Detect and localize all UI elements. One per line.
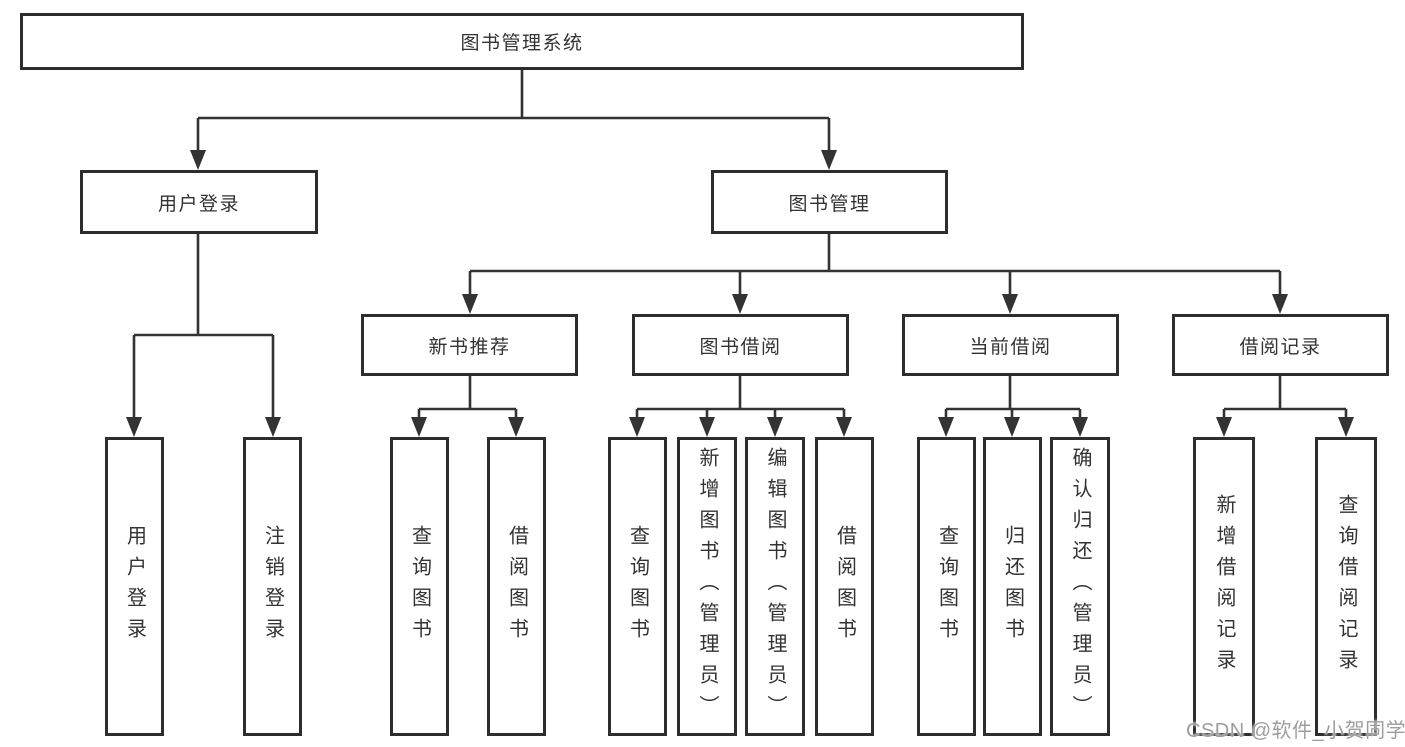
leaf-edit-book-admin-label: 编辑图书（管理员） (764, 447, 786, 726)
node-root-label: 图书管理系统 (460, 33, 584, 54)
leaf-borrow-books-label: 借阅图书 (833, 524, 856, 649)
leaf-logout: 注销登录 (243, 437, 302, 736)
leaf-add-book-admin-label: 新增图书（管理员） (696, 447, 718, 726)
node-user-login: 用户登录 (80, 170, 318, 234)
node-borrow-records: 借阅记录 (1172, 314, 1389, 376)
connector-root-to-level2 (190, 70, 837, 170)
connector-book-borrow-children (629, 376, 852, 437)
leaf-query-books-current: 查询图书 (917, 437, 976, 736)
leaf-user-login-label: 用户登录 (123, 524, 146, 649)
leaf-add-borrow-record: 新增借阅记录 (1193, 437, 1255, 736)
leaf-query-books-recommend-label: 查询图书 (408, 524, 431, 649)
leaf-borrow-books-recommend-label: 借阅图书 (505, 524, 528, 649)
connector-current-borrow-children (938, 376, 1088, 437)
leaf-query-books-borrow-label: 查询图书 (626, 524, 649, 649)
leaf-query-books-recommend: 查询图书 (390, 437, 449, 736)
leaf-borrow-books-recommend: 借阅图书 (487, 437, 546, 736)
leaf-return-book-label: 归还图书 (1001, 524, 1024, 649)
connector-user-login-children (126, 234, 281, 437)
node-user-login-label: 用户登录 (157, 193, 240, 215)
leaf-query-books-current-label: 查询图书 (935, 524, 958, 649)
node-book-borrow: 图书借阅 (632, 314, 849, 376)
leaf-query-borrow-record: 查询借阅记录 (1315, 437, 1377, 736)
leaf-confirm-return-admin-label: 确认归还（管理员） (1069, 447, 1091, 726)
leaf-add-borrow-record-label: 新增借阅记录 (1213, 493, 1235, 680)
node-new-book-recommend-label: 新书推荐 (428, 336, 511, 358)
leaf-edit-book-admin: 编辑图书（管理员） (745, 437, 805, 736)
node-root: 图书管理系统 (20, 13, 1024, 70)
leaf-query-books-borrow: 查询图书 (608, 437, 667, 736)
leaf-logout-label: 注销登录 (261, 524, 284, 649)
node-new-book-recommend: 新书推荐 (361, 314, 578, 376)
node-borrow-records-label: 借阅记录 (1239, 336, 1322, 358)
node-book-borrow-label: 图书借阅 (699, 336, 782, 358)
leaf-return-book: 归还图书 (983, 437, 1042, 736)
connector-borrow-records-children (1216, 376, 1354, 437)
connector-book-management-children (462, 234, 1288, 314)
connector-new-book-recommend-children (411, 376, 524, 437)
node-current-borrow: 当前借阅 (902, 314, 1119, 376)
node-book-management-label: 图书管理 (788, 193, 871, 215)
leaf-confirm-return-admin: 确认归还（管理员） (1050, 437, 1110, 736)
leaf-query-borrow-record-label: 查询借阅记录 (1335, 493, 1357, 680)
node-current-borrow-label: 当前借阅 (969, 336, 1052, 358)
node-book-management: 图书管理 (711, 170, 948, 234)
leaf-add-book-admin: 新增图书（管理员） (677, 437, 737, 736)
leaf-borrow-books: 借阅图书 (815, 437, 874, 736)
csdn-watermark: CSDN @软件_小贺同学 (1186, 720, 1405, 742)
leaf-user-login: 用户登录 (105, 437, 164, 736)
